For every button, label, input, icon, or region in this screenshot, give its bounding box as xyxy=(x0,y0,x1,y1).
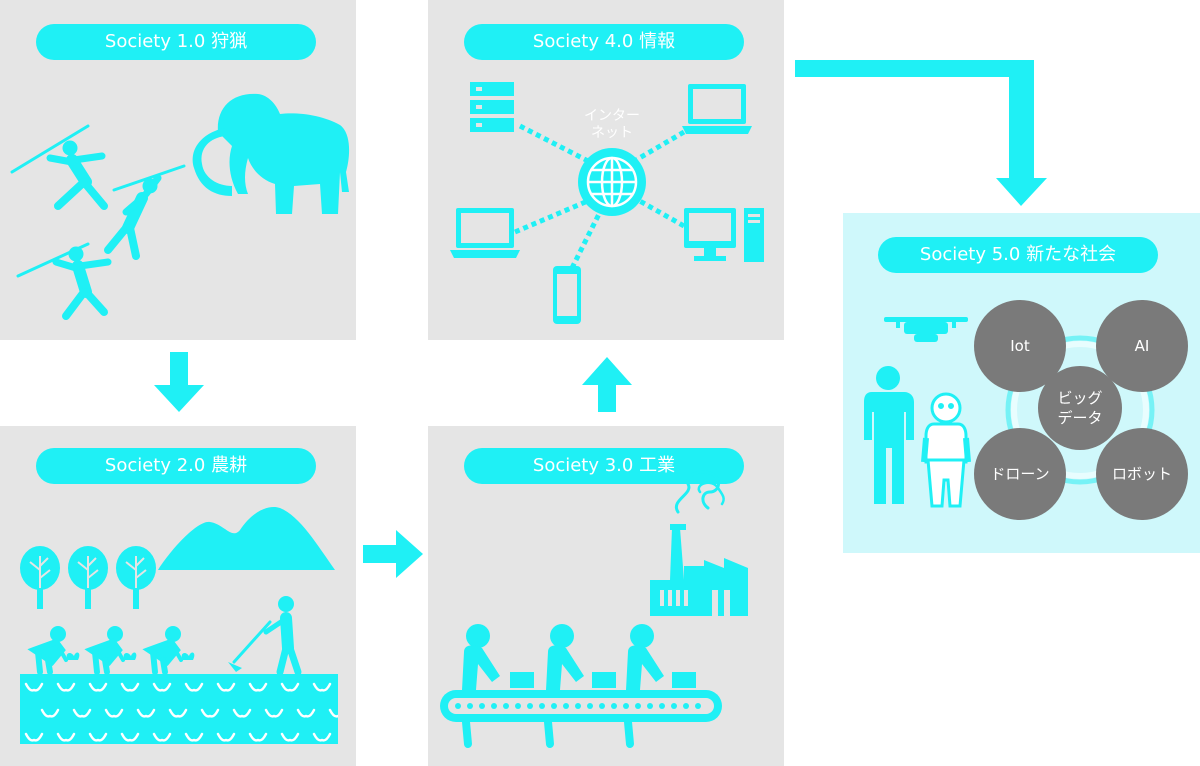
drone-icon xyxy=(884,317,968,342)
sprout-icon xyxy=(152,682,172,692)
society-4-label: Society 4.0 情報 xyxy=(464,24,744,60)
sprout-icon xyxy=(184,682,204,692)
mammoth-icon xyxy=(192,93,350,214)
big-data-line1: ビッグ xyxy=(1057,389,1103,407)
internet-label: インター ネット xyxy=(552,108,672,142)
arrow-1-to-2 xyxy=(154,352,204,412)
roller-icon xyxy=(683,703,689,709)
sprout-icon xyxy=(72,708,92,718)
roller-icon xyxy=(527,703,533,709)
sprout-icon xyxy=(56,732,76,742)
roller-icon xyxy=(575,703,581,709)
sprout-icon xyxy=(120,732,140,742)
internet-label-line1: インター xyxy=(584,108,640,124)
society-1-label: Society 1.0 狩猟 xyxy=(36,24,316,60)
person-icon xyxy=(864,366,914,504)
roller-icon xyxy=(551,703,557,709)
node-robot: ロボット xyxy=(1096,428,1188,520)
laptop-icon xyxy=(450,84,752,258)
mountain-icon xyxy=(158,506,335,570)
sprout-icon xyxy=(56,682,76,692)
internet-label-line2: ネット xyxy=(591,125,633,141)
roller-icon xyxy=(479,703,485,709)
roller-icon xyxy=(659,703,665,709)
sprout-icon xyxy=(184,732,204,742)
sprout-icon xyxy=(120,682,140,692)
roller-icon xyxy=(467,703,473,709)
sprout-icon xyxy=(248,732,268,742)
roller-icon xyxy=(539,703,545,709)
node-ai-label: AI xyxy=(1134,337,1150,355)
sprout-icon xyxy=(88,682,108,692)
society-3-label: Society 3.0 工業 xyxy=(464,448,744,484)
sprout-icon xyxy=(40,708,60,718)
sprout-icon xyxy=(328,708,338,718)
roller-icon xyxy=(563,703,569,709)
sprout-icon xyxy=(312,682,332,692)
node-iot-label: Iot xyxy=(1010,337,1030,355)
roller-icon xyxy=(515,703,521,709)
roller-icon xyxy=(635,703,641,709)
smartphone-icon xyxy=(553,266,581,324)
roller-icon xyxy=(623,703,629,709)
roller-icon xyxy=(587,703,593,709)
desktop-computer-icon xyxy=(684,208,764,262)
sprout-icon xyxy=(216,732,236,742)
farmer-icon xyxy=(27,596,302,676)
tree-icon xyxy=(20,546,156,609)
arrow-3-to-4 xyxy=(582,357,632,412)
sprout-icon xyxy=(232,708,252,718)
sprout-icon xyxy=(24,682,44,692)
sprout-icon xyxy=(168,708,188,718)
roller-icon xyxy=(503,703,509,709)
node-drone-label: ドローン xyxy=(990,465,1050,483)
sprout-icon xyxy=(88,732,108,742)
roller-icon xyxy=(671,703,677,709)
hunter-icon xyxy=(10,124,186,320)
society-5-label: Society 5.0 新たな社会 xyxy=(878,237,1158,273)
ring-network xyxy=(1005,335,1155,485)
roller-icon xyxy=(647,703,653,709)
roller-icon xyxy=(599,703,605,709)
field-icon xyxy=(20,674,338,744)
node-robot-label: ロボット xyxy=(1111,465,1172,483)
sprout-icon xyxy=(312,732,332,742)
sprout-icon xyxy=(24,732,44,742)
globe-icon xyxy=(578,148,646,216)
sprout-icon xyxy=(296,708,316,718)
robot-icon xyxy=(921,392,971,508)
roller-icon xyxy=(455,703,461,709)
roller-icon xyxy=(611,703,617,709)
sprout-icon xyxy=(248,682,268,692)
roller-icon xyxy=(695,703,701,709)
node-big-data: ビッグ データ xyxy=(1038,366,1122,450)
roller-icon xyxy=(491,703,497,709)
sprout-icon xyxy=(280,732,300,742)
sprout-icon xyxy=(200,708,220,718)
conveyor-icon xyxy=(440,690,722,722)
sprout-icon xyxy=(216,682,236,692)
sprout-icon xyxy=(280,682,300,692)
sprout-icon xyxy=(264,708,284,718)
server-icon xyxy=(470,82,514,132)
network-lines xyxy=(514,123,686,270)
assembly-workers-icon xyxy=(462,624,696,748)
big-data-line2: データ xyxy=(1057,409,1103,427)
society-2-label: Society 2.0 農耕 xyxy=(36,448,316,484)
node-ai: AI xyxy=(1096,300,1188,392)
sprout-icon xyxy=(104,708,124,718)
sprout-icon xyxy=(136,708,156,718)
arrow-4-to-5 xyxy=(795,60,1047,206)
sprout-icon xyxy=(152,732,172,742)
node-drone: ドローン xyxy=(974,428,1066,520)
arrow-2-to-3 xyxy=(363,530,423,578)
factory-icon xyxy=(650,470,748,616)
